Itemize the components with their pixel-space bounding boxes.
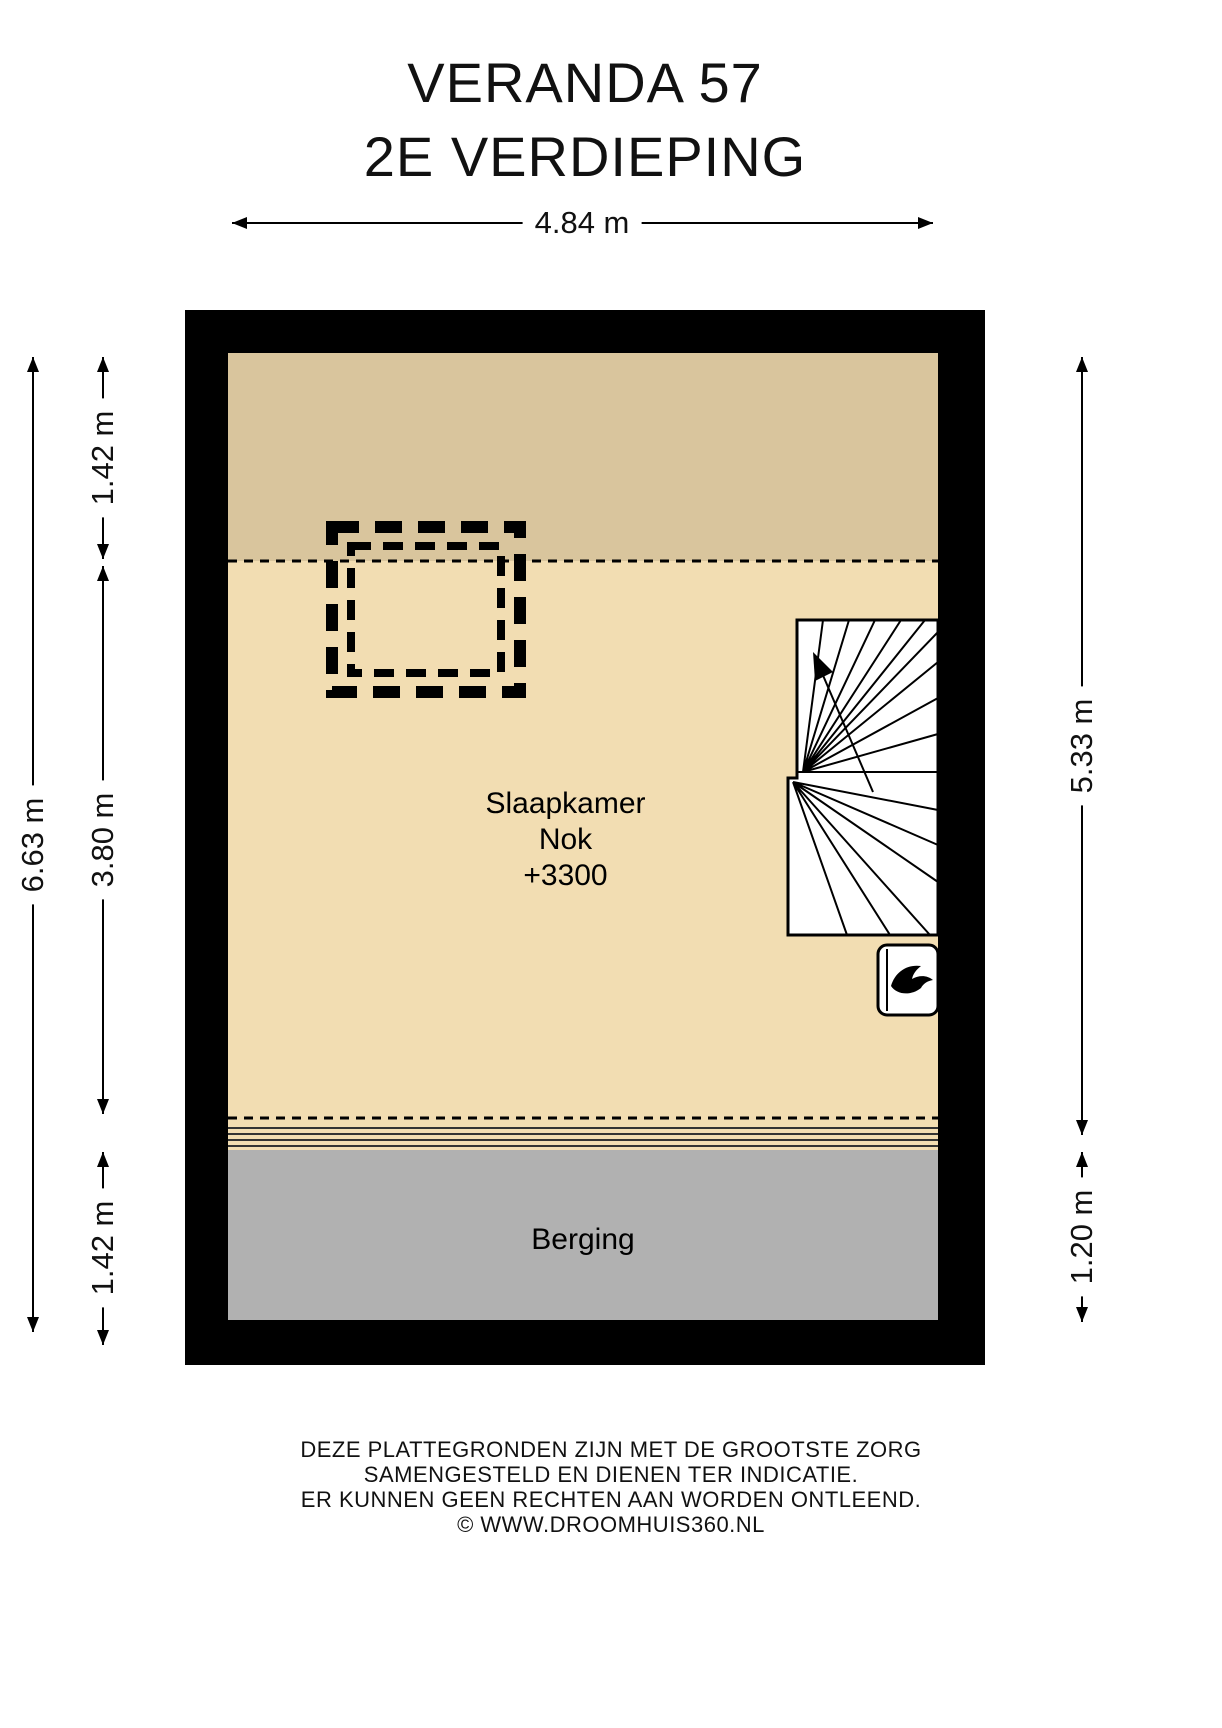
flame-glyph xyxy=(891,965,933,994)
room-ridge-height: +3300 xyxy=(523,859,608,892)
disclaimer-line-2: SAMENGESTELD EN DIENEN TER INDICATIE. xyxy=(363,1462,859,1487)
stair-direction-arrowhead xyxy=(813,652,833,681)
storage-divider-hatch xyxy=(228,1127,938,1147)
storage-floor xyxy=(228,1150,938,1320)
room-label-slaapkamer: Slaapkamer Nok +3300 xyxy=(228,786,903,894)
dim-label-left-middle: 3.80 m xyxy=(83,780,123,900)
stair-treads-upper xyxy=(802,619,939,773)
room-label-berging: Berging xyxy=(228,1222,938,1258)
dashed-roof-window-outline xyxy=(326,521,526,698)
dim-label-left-top: 1.42 m xyxy=(83,398,123,518)
floorplan-drawing xyxy=(185,310,985,1365)
dim-label-height-total: 6.63 m xyxy=(13,785,53,905)
title-line-2: 2E VERDIEPING xyxy=(363,125,807,188)
room-name: Slaapkamer xyxy=(485,787,646,820)
dim-label-right-top: 5.33 m xyxy=(1062,686,1102,806)
disclaimer-line-1: DEZE PLATTEGRONDEN ZIJN MET DE GROOTSTE … xyxy=(300,1437,922,1462)
dim-label-width-total: 4.84 m xyxy=(522,203,642,243)
disclaimer: DEZE PLATTEGRONDEN ZIJN MET DE GROOTSTE … xyxy=(0,1437,1222,1537)
dim-label-left-bottom: 1.42 m xyxy=(83,1188,123,1308)
copyright-line: © WWW.DROOMHUIS360.NL xyxy=(457,1512,765,1537)
boiler-flame-icon xyxy=(876,943,940,1017)
stair-treads-lower xyxy=(792,781,939,936)
room-subname: Nok xyxy=(538,823,593,856)
disclaimer-line-3: ER KUNNEN GEEN RECHTEN AAN WORDEN ONTLEE… xyxy=(300,1487,922,1512)
stair-direction-arrow xyxy=(818,665,874,793)
room-name: Berging xyxy=(531,1223,635,1256)
title-line-1: VERANDA 57 xyxy=(407,51,763,114)
dim-label-right-bottom: 1.20 m xyxy=(1062,1177,1102,1297)
staircase-icon xyxy=(786,618,940,937)
page-title: VERANDA 57 2E VERDIEPING xyxy=(185,46,985,194)
